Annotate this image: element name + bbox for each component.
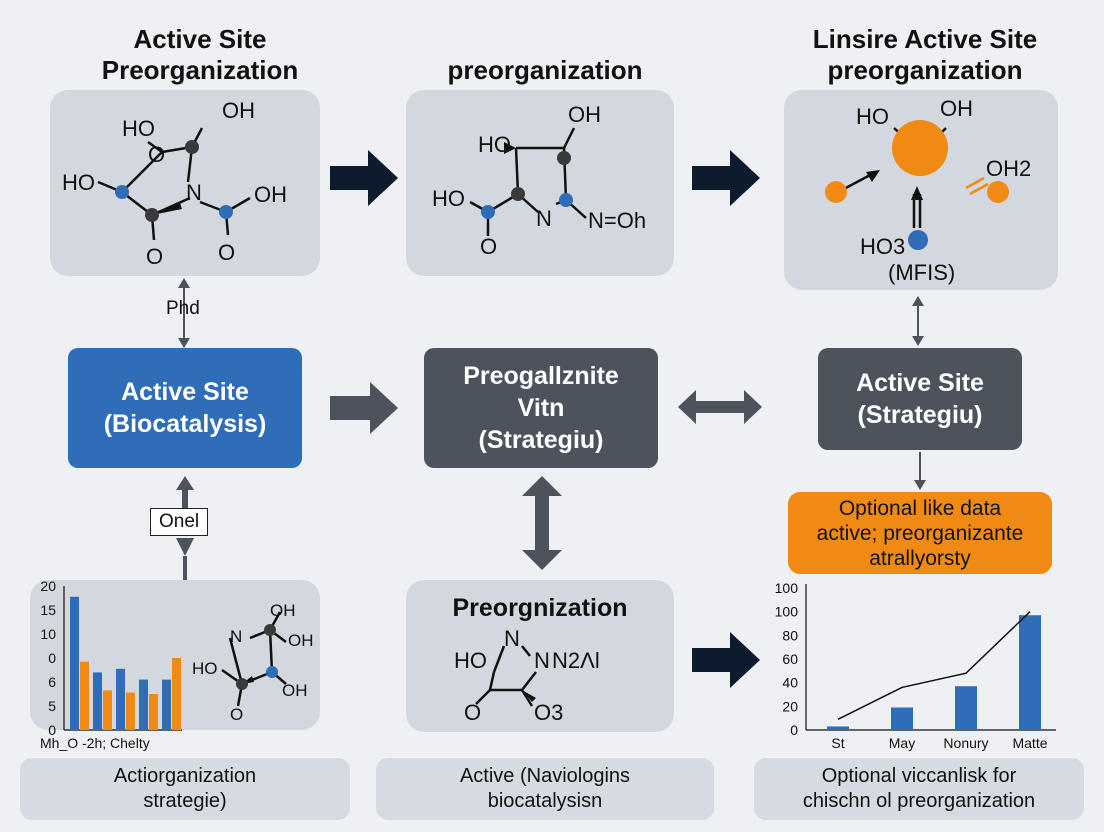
svg-text:OH: OH (568, 102, 601, 127)
svg-text:O: O (480, 234, 497, 259)
svg-text:O: O (230, 705, 243, 724)
svg-text:HO: HO (478, 132, 511, 157)
svg-text:N2Λl: N2Λl (552, 648, 600, 673)
atom-ho-2: HO (62, 170, 95, 195)
x-tick-label: Nonury (943, 735, 988, 751)
box-orange-note: Optional like data active; preorganizant… (788, 492, 1052, 574)
title-left: Active Site Preorganization (101, 24, 299, 85)
svg-text:N: N (536, 206, 552, 231)
title-right: Linsire Active Site preorganization (812, 24, 1038, 85)
svg-text:OH: OH (288, 631, 314, 650)
x-tick-label: May (889, 735, 915, 751)
svg-text:HO: HO (454, 648, 487, 673)
svg-text:HO: HO (192, 659, 218, 678)
bar (827, 726, 849, 730)
box-right-strategy: Active Site (Strategiu) (818, 348, 1022, 450)
y-tick-label: 60 (782, 651, 798, 667)
arrow-thin-right-down (914, 452, 926, 490)
label-ph: Phd (166, 298, 200, 319)
caption-right: Optional viccanlisk for chischn ol preor… (754, 758, 1084, 820)
panel-bottom-middle (406, 580, 674, 732)
svg-text:(MFIS): (MFIS) (888, 260, 955, 285)
title-middle: preorganization (447, 55, 643, 85)
atom-o: O (148, 142, 165, 167)
arrow-double-horizontal (678, 390, 762, 424)
y-tick-label: 80 (782, 627, 798, 643)
svg-text:OH: OH (270, 601, 296, 620)
bar (126, 692, 135, 730)
arrow-right-bottom (692, 632, 760, 688)
y-tick-label: 6 (48, 674, 56, 690)
y-tick-label: 15 (40, 602, 56, 618)
atom-o-2: O (146, 244, 163, 269)
svg-text:HO3: HO3 (860, 234, 905, 259)
atom-ho: HO (122, 116, 155, 141)
bar (891, 707, 913, 730)
y-tick-label: 100 (775, 604, 799, 620)
svg-text:N: N (230, 627, 242, 646)
y-tick-label: 5 (48, 698, 56, 714)
svg-text:N: N (504, 626, 520, 651)
arrow-right-top-2 (692, 150, 760, 206)
bar (116, 668, 125, 730)
bottom-middle-title: Preorgnization (452, 594, 628, 622)
bar (139, 679, 148, 730)
svg-text:OH: OH (940, 96, 973, 121)
bar (93, 672, 102, 730)
svg-text:HO: HO (432, 186, 465, 211)
y-tick-label: 100 (775, 580, 799, 596)
arrow-thin-left-top (178, 278, 190, 348)
molecule-top-left: HO OH O HO N OH O O (62, 98, 287, 269)
bar (103, 690, 112, 730)
atom-oh-2: OH (254, 182, 287, 207)
arrow-right-top-1 (330, 150, 398, 206)
y-tick-label: 20 (40, 578, 56, 594)
molecule-bottom-middle: HO N N N2Λl O O3 (454, 626, 600, 725)
x-axis-label: Mh_O -2h; Chelty (40, 735, 150, 751)
box-active-site-biocatalysis: Active Site (Biocatalysis) (68, 348, 302, 468)
atom-o-3: O (218, 240, 235, 265)
caption-middle: Active (Naviologins biocatalysisn (376, 758, 714, 820)
svg-text:OH2: OH2 (986, 156, 1031, 181)
chart-right: 100 100 80 60 40 20 0St May Nonury Matte (775, 580, 1056, 751)
x-tick-label: St (831, 735, 844, 751)
box-center-strategy: Preogallznite Vitn (Strategiu) (424, 348, 658, 468)
panel-top-middle (406, 90, 674, 276)
arrow-thin-right-top (912, 296, 924, 346)
svg-text:O: O (464, 700, 481, 725)
y-tick-label: 0 (48, 722, 56, 738)
molecule-bottom-left: OH OH N HO OH O (192, 601, 314, 724)
caption-left: Actiorganization strategie) (20, 758, 350, 820)
y-tick-label: 20 (782, 698, 798, 714)
atom-n: N (186, 180, 202, 205)
x-tick-label: Matte (1012, 735, 1047, 751)
arrow-right-mid (330, 382, 398, 434)
bar (172, 658, 181, 730)
molecule-top-middle: HO OH HO N N=Oh O (432, 102, 646, 259)
atom-oh: OH (222, 98, 255, 123)
y-tick-label: 40 (782, 675, 798, 691)
bar (1019, 615, 1041, 730)
svg-text:HO: HO (856, 104, 889, 129)
svg-text:O3: O3 (534, 700, 563, 725)
bar (80, 661, 89, 730)
y-tick-label: 10 (40, 626, 56, 642)
label-onel: Onel (150, 508, 209, 536)
bar (955, 686, 977, 730)
bar (162, 679, 171, 730)
svg-text:OH: OH (282, 681, 308, 700)
y-tick-label: 0 (790, 722, 798, 738)
panel-top-left (50, 90, 320, 276)
arrow-double-vertical (522, 476, 562, 570)
bar (149, 694, 158, 730)
molecule-top-right: HO OH OH2 HO3 (MFIS) (825, 96, 1031, 285)
svg-text:N=Oh: N=Oh (588, 208, 646, 233)
trend-line (837, 611, 1031, 721)
svg-text:N: N (534, 648, 550, 673)
bar (70, 596, 79, 730)
y-tick-label: 0 (48, 650, 56, 666)
